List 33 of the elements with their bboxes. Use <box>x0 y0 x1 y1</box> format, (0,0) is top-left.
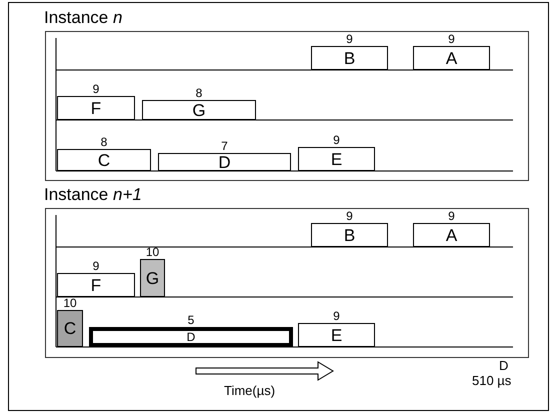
task-name: D <box>218 154 231 170</box>
task-name: C <box>64 320 76 337</box>
priority-number: 9 <box>92 83 100 95</box>
task-name: C <box>98 152 110 168</box>
priority-number: 9 <box>448 210 455 222</box>
task-name: A <box>446 50 458 66</box>
task-name: E <box>330 150 342 168</box>
task-name: G <box>192 102 206 118</box>
priority-number: 10 <box>63 297 77 309</box>
task-name: B <box>344 50 356 66</box>
priority-number: 9 <box>346 210 353 222</box>
task-name: D <box>186 331 196 343</box>
task-name: F <box>90 100 102 116</box>
priority-number: 7 <box>221 140 228 152</box>
deadline-label: D <box>499 359 508 373</box>
priority-number: 10 <box>146 246 160 258</box>
task-name: F <box>90 276 102 294</box>
deadline-value: 510 µs <box>472 374 512 388</box>
task-name: B <box>344 226 356 244</box>
priority-number: 5 <box>188 314 194 326</box>
priority-number: 8 <box>100 136 108 148</box>
axis-label: Time(µs) <box>224 384 276 398</box>
priority-number: 9 <box>92 260 100 272</box>
task-name: E <box>330 326 342 344</box>
task-name: A <box>446 226 458 244</box>
panel-heading: Instance n+1 <box>44 185 142 205</box>
priority-number: 8 <box>196 87 202 99</box>
priority-number: 9 <box>346 33 353 45</box>
priority-number: 9 <box>448 33 455 45</box>
panel-heading: Instance n <box>44 8 122 28</box>
priority-number: 9 <box>333 310 340 322</box>
priority-number: 9 <box>333 134 340 146</box>
task-name: G <box>146 270 160 286</box>
